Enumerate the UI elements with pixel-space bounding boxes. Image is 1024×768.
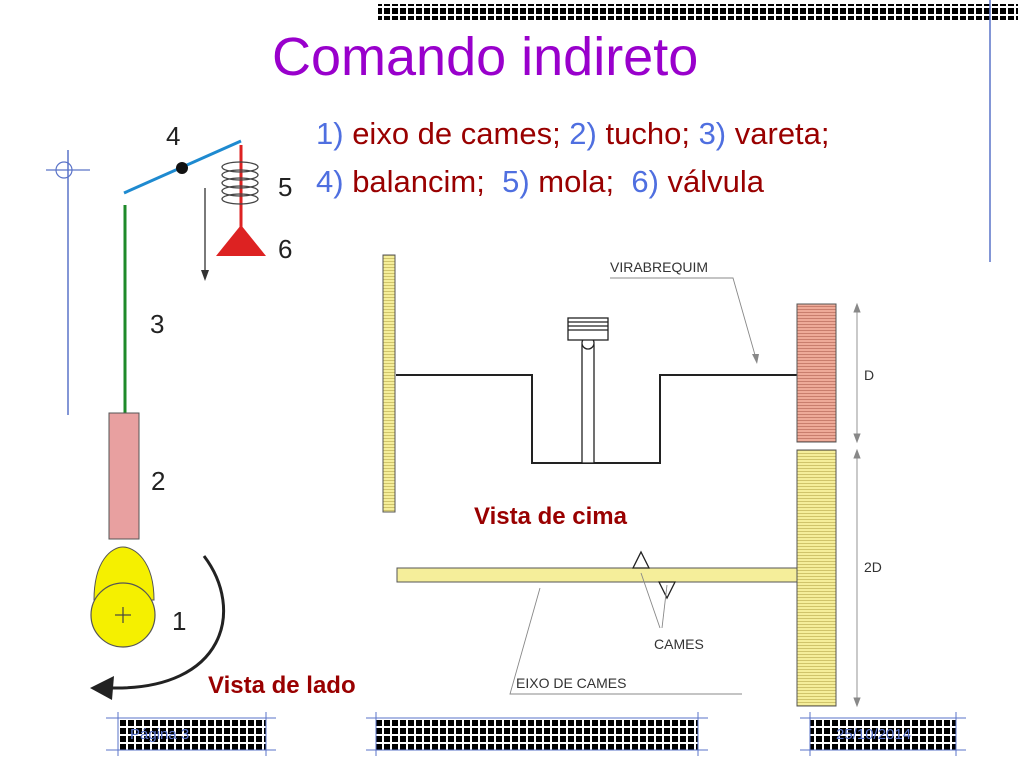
- legend-num-2: 2): [569, 116, 597, 151]
- valve-spring: [221, 161, 259, 205]
- label-2: 2: [151, 466, 165, 496]
- label-1: 1: [172, 606, 186, 636]
- dimension-2d: [853, 448, 861, 708]
- side-view-diagram: 4 5 6 3 2 1: [90, 121, 292, 700]
- dimension-d: [853, 302, 861, 444]
- cames-label: CAMES: [654, 636, 704, 652]
- crosshair-icon: [55, 161, 73, 179]
- virabrequim-label: VIRABREQUIM: [610, 259, 708, 275]
- legend-num-1: 1): [316, 116, 344, 151]
- cam-lower: [657, 581, 677, 600]
- legend-text-4: balancim;: [343, 164, 503, 199]
- label-4: 4: [166, 121, 180, 151]
- legend-text-1: eixo de cames;: [343, 116, 570, 151]
- label-5: 5: [278, 172, 292, 202]
- legend-line-2: 4) balancim; 5) mola; 6) válvula: [316, 158, 830, 206]
- virabrequim-leader: [610, 277, 758, 363]
- eixo-leader: [509, 587, 742, 695]
- legend-num-3: 3): [698, 116, 727, 151]
- footer-box-center: [376, 718, 698, 750]
- top-deco-bar: [378, 4, 1018, 20]
- footer-box-right: [810, 718, 956, 750]
- footer-date: 25/10/2014: [836, 726, 912, 743]
- crank-gear: [796, 303, 837, 443]
- cam-gear: [796, 449, 837, 707]
- caption-vista-de-cima: Vista de cima: [474, 503, 627, 530]
- legend-text-6: válvula: [658, 164, 765, 199]
- camshaft: [396, 567, 798, 583]
- 2d-label: 2D: [864, 559, 882, 575]
- legend-text-3: vareta;: [726, 116, 830, 151]
- legend-text-5: mola;: [529, 164, 632, 199]
- caption-vista-de-lado: Vista de lado: [208, 672, 356, 699]
- d-label: D: [864, 367, 874, 383]
- tappet: [108, 412, 140, 540]
- flywheel-gear: [382, 254, 396, 513]
- legend-line-1: 1) eixo de cames; 2) tucho; 3) vareta;: [316, 110, 830, 158]
- legend-num-4: 4): [316, 164, 344, 199]
- cames-leader-2: [661, 584, 668, 629]
- eixo-de-cames-label: EIXO DE CAMES: [516, 675, 626, 691]
- piston: [567, 317, 609, 341]
- cames-leader-1: [640, 572, 661, 629]
- valve-head: [216, 225, 266, 256]
- connecting-rod: [581, 344, 595, 464]
- footer-box-left: [118, 718, 266, 750]
- label-3: 3: [150, 309, 164, 339]
- cam-upper: [631, 550, 651, 569]
- footer-page-number: Página 3: [130, 726, 190, 743]
- legend-num-5: 5): [502, 164, 530, 199]
- slide-title: Comando indireto: [272, 27, 699, 87]
- rocker-pivot: [176, 162, 188, 174]
- legend: 1) eixo de cames; 2) tucho; 3) vareta; 4…: [316, 110, 830, 206]
- legend-text-2: tucho;: [596, 116, 699, 151]
- rotation-arrow: [111, 555, 226, 690]
- label-6: 6: [278, 234, 292, 264]
- crankshaft: [396, 374, 797, 464]
- legend-num-6: 6): [631, 164, 659, 199]
- top-view-diagram: VIRABREQUIM D 2D CAMES EIXO DE CAMES: [382, 254, 882, 708]
